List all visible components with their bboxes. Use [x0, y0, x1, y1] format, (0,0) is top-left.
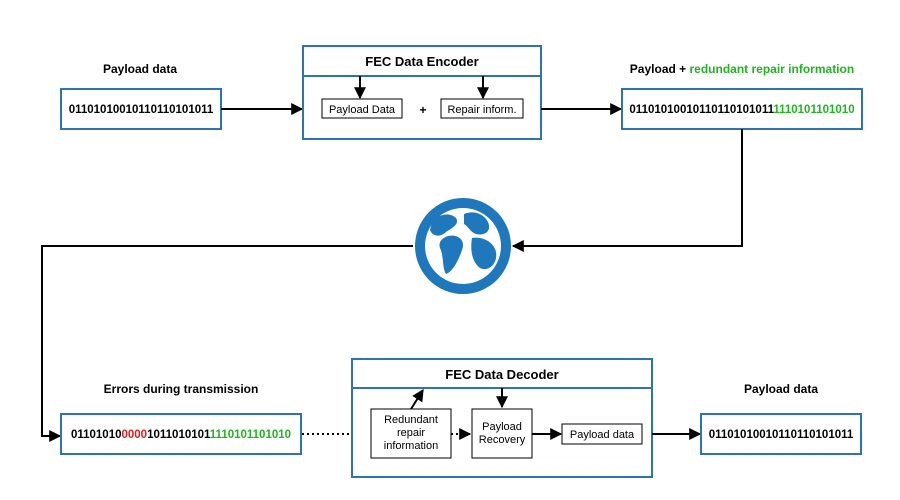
error-label: Errors during transmission	[104, 382, 259, 396]
received-bits-a: 01101010	[71, 429, 122, 441]
decoder-redundant-l2: repair	[397, 427, 425, 439]
decoder-redundant-box	[370, 408, 452, 459]
encoder-plus: +	[419, 103, 426, 117]
received-bits-b: 1011010101	[147, 429, 211, 441]
decoder-recovery-l1: Payload	[482, 421, 522, 433]
decoder-redundant-l1: Redundant	[384, 414, 438, 426]
encoder-payload-label: Payload Data	[329, 104, 396, 116]
recovered-bits-box	[700, 413, 862, 455]
arrow-output-to-network	[511, 129, 743, 252]
encoder-repair-box	[440, 98, 524, 119]
payload-bits: 01101010010110110101011	[69, 104, 214, 116]
encoded-bits-repair: 1110101101010	[773, 104, 854, 116]
encoded-label-part2: redundant repair information	[690, 62, 855, 76]
encoder-repair-label: Repair inform.	[447, 104, 516, 116]
encoded-bits-box	[621, 88, 863, 130]
received-bits-repair: 1110101101010	[210, 429, 291, 441]
decoder-redundant-l3: information	[384, 440, 438, 452]
decoder-payload-box	[561, 423, 643, 445]
received-bits-error: 0000	[122, 429, 148, 441]
recovered-bits: 01101010010110110101011	[709, 429, 854, 441]
received-bits-box	[60, 413, 302, 455]
encoded-label-part1: Payload +	[630, 62, 690, 76]
payload-bits-box	[60, 88, 222, 130]
recovered-label: Payload data	[744, 382, 818, 396]
decoder-arrow-up	[410, 388, 424, 410]
encoded-bits: 011010100101101101010111110101101010	[629, 104, 854, 116]
arrow-network-to-receiver	[41, 245, 413, 442]
encoder-title: FEC Data Encoder	[365, 54, 478, 69]
decoder-title: FEC Data Decoder	[445, 367, 558, 382]
decoder-payload-label: Payload data	[570, 429, 635, 441]
encoded-output-label: Payload + redundant repair information	[630, 62, 854, 76]
fec-encoder-box	[302, 45, 542, 140]
payload-label: Payload data	[103, 62, 177, 76]
encoded-bits-payload: 01101010010110110101011	[629, 104, 774, 116]
encoder-payload-box	[321, 98, 403, 119]
globe-icon	[415, 198, 511, 294]
received-bits: 01101010000010110101011110101101010	[71, 429, 291, 441]
decoder-recovery-l2: Recovery	[479, 434, 526, 446]
decoder-recovery-box	[471, 408, 533, 459]
